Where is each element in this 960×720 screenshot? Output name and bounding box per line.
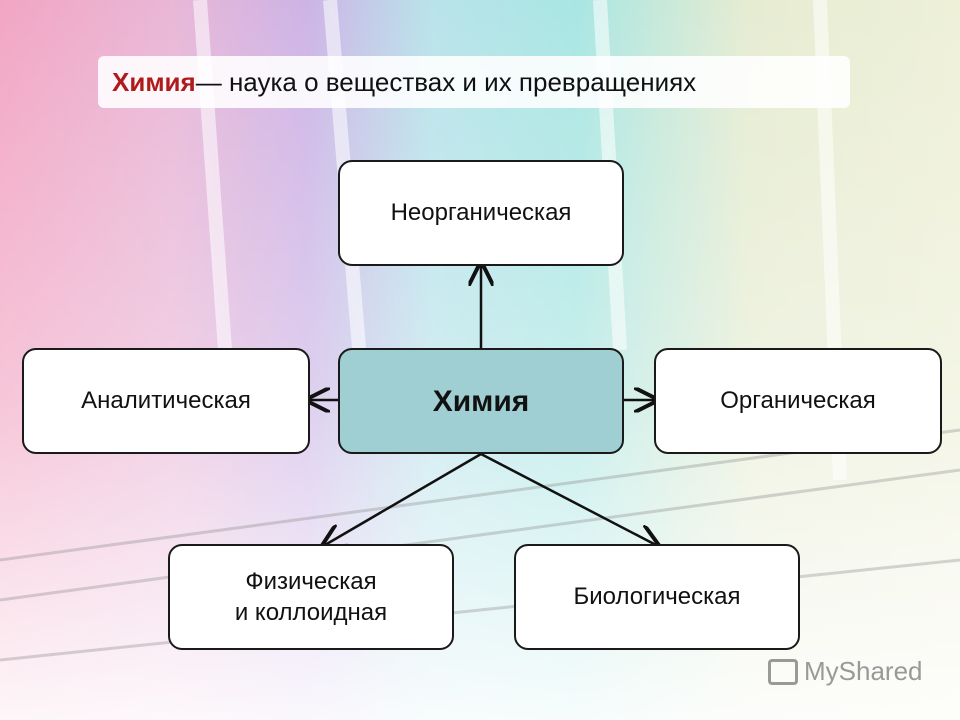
node-analytical: Аналитическая [22,348,310,454]
node-chemistry: Химия [338,348,624,454]
slide-title: Химия — наука о веществах и их превращен… [98,56,850,108]
node-physical-colloid: Физическая и коллоидная [168,544,454,650]
watermark: MyShared [768,656,923,687]
node-physical-line1: Физическая [245,567,377,595]
node-biological: Биологическая [514,544,800,650]
watermark-text: MyShared [804,656,923,686]
node-inorganic: Неорганическая [338,160,624,266]
node-organic: Органическая [654,348,942,454]
node-organic-label: Органическая [720,387,876,415]
node-physical-line2: и коллоидная [234,599,388,626]
node-chemistry-label: Химия [432,384,530,418]
node-analytical-label: Аналитическая [81,387,251,415]
watermark-logo-icon [768,658,798,685]
node-biological-label: Биологическая [573,583,741,611]
title-highlight: Химия [112,66,196,97]
title-rest: — наука о веществах и их превращениях [195,66,697,97]
node-inorganic-label: Неорганическая [390,199,572,227]
